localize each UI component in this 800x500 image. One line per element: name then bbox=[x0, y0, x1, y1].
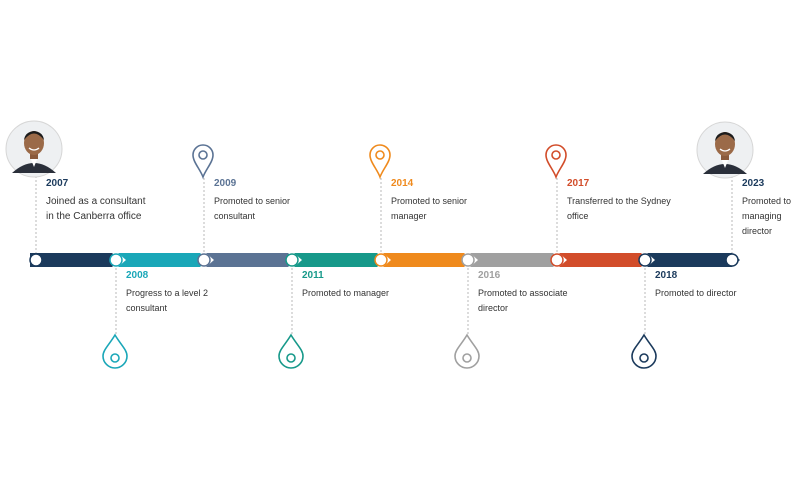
timeline-segment bbox=[647, 253, 740, 267]
timeline-segment bbox=[206, 253, 296, 267]
drop-pin-icon bbox=[454, 333, 480, 369]
event-description: Progress to a level 2 consultant bbox=[126, 288, 209, 313]
event-year: 2014 bbox=[391, 178, 414, 189]
event-year: 2008 bbox=[126, 270, 149, 281]
event-year: 2016 bbox=[478, 270, 501, 281]
event-description: Joined as a consultant in the Canberra o… bbox=[46, 196, 146, 222]
drop-pin-icon bbox=[631, 333, 657, 369]
timeline-node bbox=[725, 253, 739, 267]
timeline-node bbox=[550, 253, 564, 267]
event-year: 2023 bbox=[742, 178, 765, 189]
event-description: Promoted to director bbox=[655, 288, 737, 298]
timeline-node bbox=[461, 253, 475, 267]
map-pin-icon bbox=[192, 144, 214, 180]
event-description: Promoted to senior manager bbox=[391, 196, 468, 221]
event-description: Promoted to manager bbox=[302, 288, 390, 298]
timeline-segment bbox=[118, 253, 208, 267]
avatar bbox=[5, 120, 63, 178]
timeline-node bbox=[197, 253, 211, 267]
timeline-node bbox=[374, 253, 388, 267]
drop-pin-icon bbox=[278, 333, 304, 369]
avatar bbox=[696, 121, 754, 179]
map-pin-icon bbox=[545, 144, 567, 180]
event-description: Promoted to senior consultant bbox=[214, 196, 291, 221]
timeline-node bbox=[29, 253, 43, 267]
timeline-segment bbox=[30, 253, 120, 267]
timeline-segment bbox=[383, 253, 472, 267]
event-description: Promoted to managing director bbox=[742, 196, 792, 236]
event-description: Transferred to the Sydney office bbox=[567, 196, 671, 221]
timeline-segment bbox=[294, 253, 385, 267]
event-year: 2007 bbox=[46, 178, 69, 189]
timeline-segment bbox=[470, 253, 561, 267]
event-year: 2011 bbox=[302, 270, 324, 281]
event-year: 2017 bbox=[567, 178, 590, 189]
timeline-node bbox=[285, 253, 299, 267]
drop-pin-icon bbox=[102, 333, 128, 369]
timeline-node bbox=[638, 253, 652, 267]
map-pin-icon bbox=[369, 144, 391, 180]
event-year: 2009 bbox=[214, 178, 237, 189]
timeline-node bbox=[109, 253, 123, 267]
event-year: 2018 bbox=[655, 270, 678, 281]
timeline-segment bbox=[559, 253, 649, 267]
event-description: Promoted to associate director bbox=[478, 288, 568, 313]
